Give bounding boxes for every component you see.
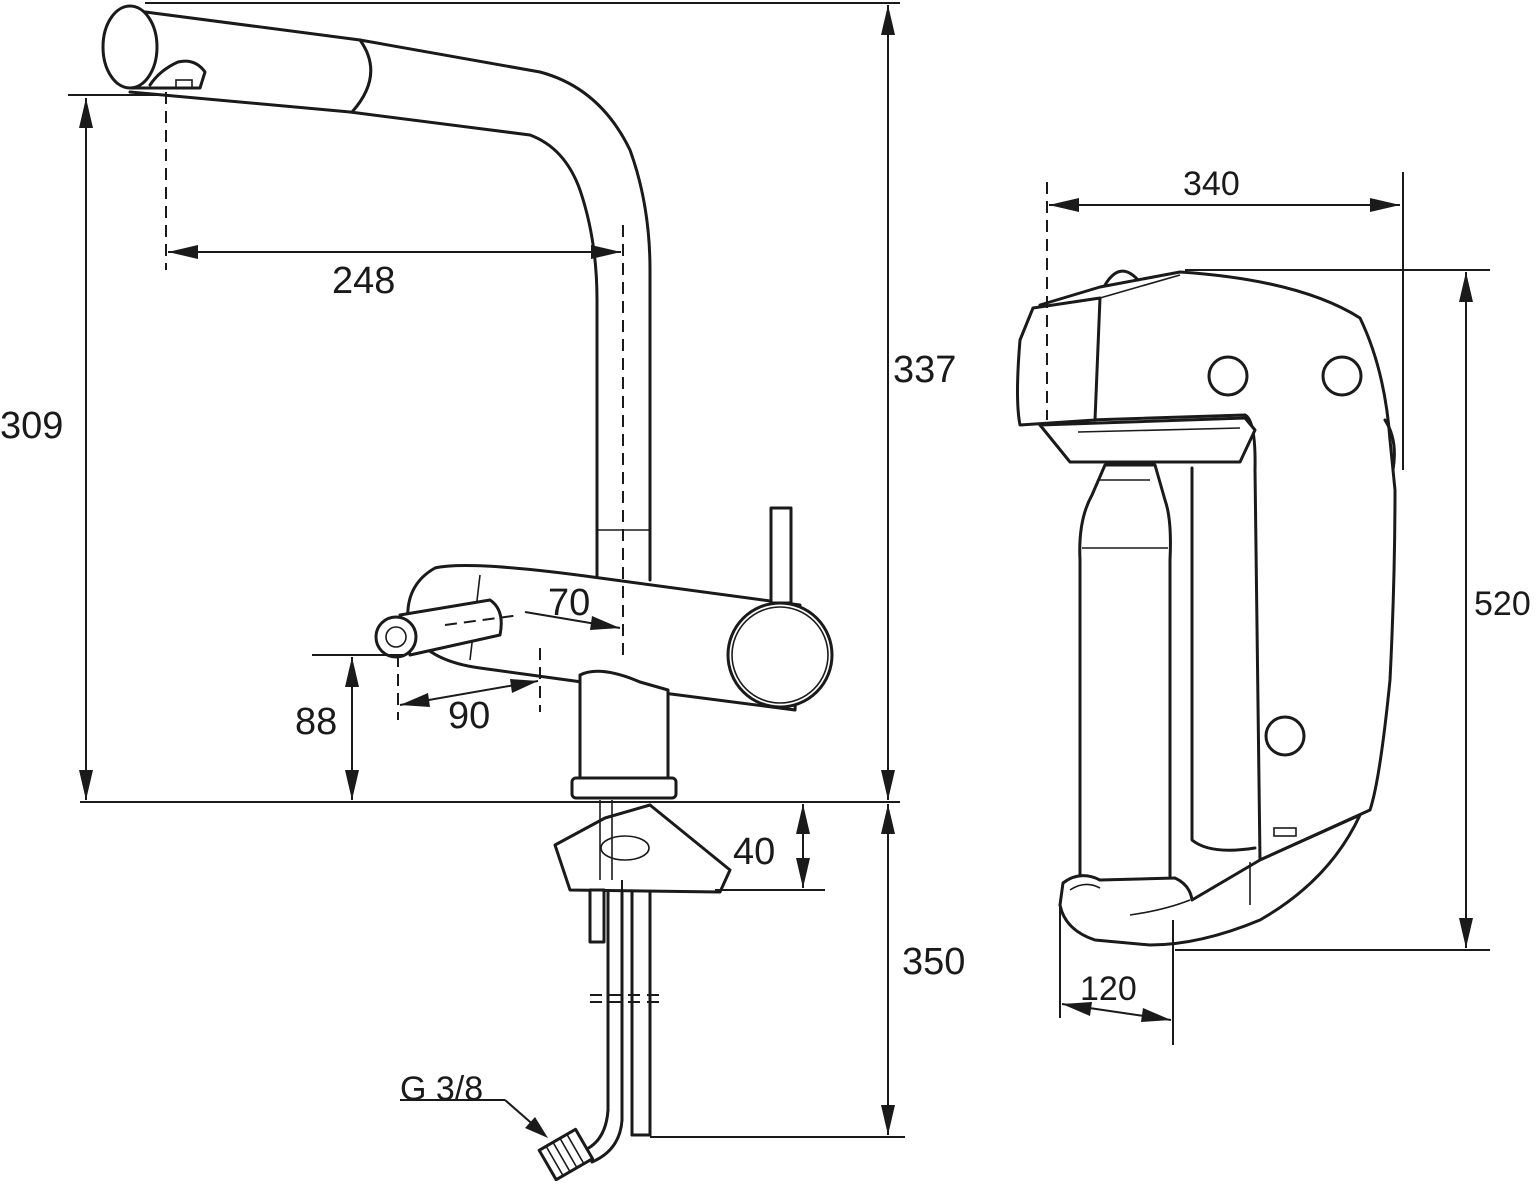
faucet-handle-cap: [726, 601, 834, 709]
faucet-sleeve-band: [350, 38, 373, 114]
unit-base: [1058, 813, 1362, 947]
dim-unit-height-label: 520: [1474, 585, 1531, 623]
faucet-thread-fitting: [537, 1127, 595, 1182]
unit-button-2: [1321, 355, 1363, 397]
faucet-drawing: 248 309 337 70 88 90 40 350 G 3/8: [0, 2, 965, 1182]
faucet-spout-outline: [128, 8, 652, 582]
faucet-side-nozzle: [374, 615, 418, 659]
unit-housing: [1038, 270, 1397, 862]
faucet-lever: [769, 506, 793, 605]
unit-button-3: [1264, 715, 1306, 757]
unit-head: [1016, 296, 1102, 427]
dim-thread-label: G 3/8: [400, 1070, 483, 1108]
faucet-aerator: [130, 59, 207, 90]
unit-nozzle-bar: [1038, 416, 1257, 464]
dim-unit-depth-label: 340: [1183, 165, 1240, 203]
dim-spout-height-label: 309: [0, 405, 63, 447]
faucet-threaded-rod: [588, 888, 606, 944]
faucet-spout-head: [101, 4, 159, 90]
faucet-body: [406, 564, 802, 712]
unit-bottle: [1078, 463, 1172, 902]
dim-spout-reach-label: 248: [332, 260, 395, 302]
unit-button-1: [1207, 355, 1249, 397]
dim-hose-length-label: 350: [902, 941, 965, 983]
faucet-spout-inner: [128, 90, 599, 582]
faucet-mount-plate: [553, 803, 732, 894]
dim-side-spout-height-label: 88: [295, 701, 337, 743]
dim-mount-thickness-label: 40: [733, 831, 775, 873]
dim-total-height-label: 337: [893, 349, 956, 391]
faucet-side-outlet: [398, 598, 503, 657]
faucet-column: [578, 669, 670, 782]
dim-unit-base-width-label: 120: [1080, 970, 1137, 1008]
dim-side-spout-reach-label: 90: [448, 695, 490, 737]
dim-side-offset-label: 70: [548, 582, 590, 624]
carbonator-drawing: 340 520 120: [1016, 165, 1531, 1045]
faucet-base-ring: [570, 776, 678, 800]
